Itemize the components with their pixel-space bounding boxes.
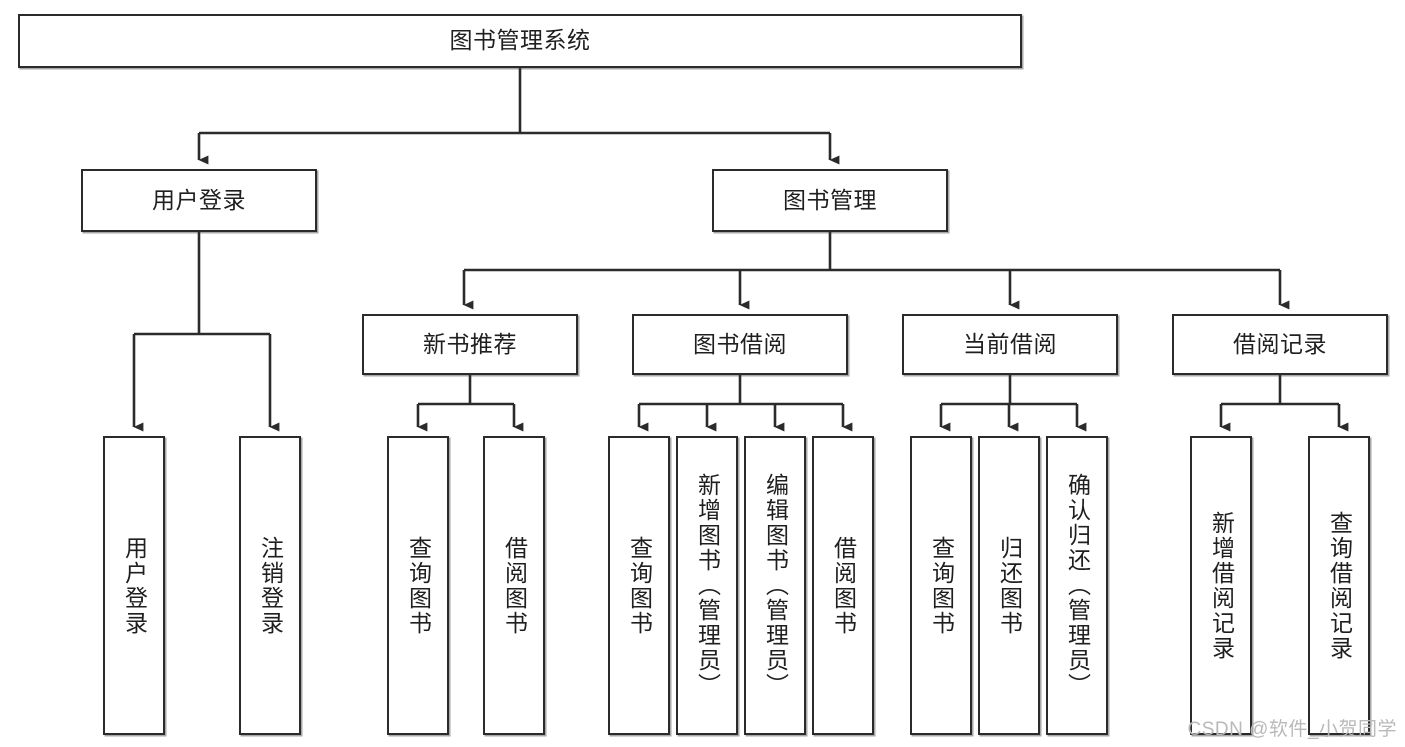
leaf-query-book-a[interactable]: 查询图书 bbox=[387, 436, 449, 735]
leaf-borrow-book-a-label: 借阅图书 bbox=[501, 535, 528, 636]
node-book-borrow-label: 图书借阅 bbox=[693, 330, 787, 357]
leaf-add-book[interactable]: 新增图书（管理员） bbox=[676, 436, 738, 735]
leaf-confirm-return-label: 确认归还（管理员） bbox=[1064, 473, 1091, 698]
leaf-query-book-b[interactable]: 查询图书 bbox=[608, 436, 670, 735]
leaf-query-book-a-label: 查询图书 bbox=[405, 535, 432, 636]
leaf-add-record[interactable]: 新增借阅记录 bbox=[1190, 436, 1252, 735]
node-user-login-label: 用户登录 bbox=[152, 186, 246, 213]
leaf-query-record[interactable]: 查询借阅记录 bbox=[1308, 436, 1370, 735]
leaf-user-login-label: 用户登录 bbox=[121, 535, 148, 636]
node-new-book-rec[interactable]: 新书推荐 bbox=[362, 314, 578, 375]
node-root-label: 图书管理系统 bbox=[449, 27, 591, 54]
node-root[interactable]: 图书管理系统 bbox=[18, 14, 1022, 68]
leaf-logout-label: 注销登录 bbox=[257, 535, 284, 636]
leaf-query-book-c[interactable]: 查询图书 bbox=[910, 436, 972, 735]
leaf-borrow-book-b[interactable]: 借阅图书 bbox=[812, 436, 874, 735]
node-new-book-rec-label: 新书推荐 bbox=[423, 330, 517, 357]
leaf-query-book-c-label: 查询图书 bbox=[928, 535, 955, 636]
leaf-confirm-return[interactable]: 确认归还（管理员） bbox=[1046, 436, 1108, 735]
node-current-borrow[interactable]: 当前借阅 bbox=[902, 314, 1118, 375]
node-borrow-record-label: 借阅记录 bbox=[1233, 330, 1327, 357]
leaf-edit-book-label: 编辑图书（管理员） bbox=[762, 473, 789, 698]
leaf-add-record-label: 新增借阅记录 bbox=[1208, 510, 1235, 661]
node-book-manage[interactable]: 图书管理 bbox=[712, 169, 948, 232]
leaf-return-book-label: 归还图书 bbox=[996, 535, 1023, 636]
leaf-edit-book[interactable]: 编辑图书（管理员） bbox=[744, 436, 806, 735]
leaf-query-book-b-label: 查询图书 bbox=[626, 535, 653, 636]
node-borrow-record[interactable]: 借阅记录 bbox=[1172, 314, 1388, 375]
leaf-user-login[interactable]: 用户登录 bbox=[103, 436, 165, 735]
leaf-logout[interactable]: 注销登录 bbox=[239, 436, 301, 735]
leaf-add-book-label: 新增图书（管理员） bbox=[694, 473, 721, 698]
node-current-borrow-label: 当前借阅 bbox=[963, 330, 1057, 357]
leaf-borrow-book-a[interactable]: 借阅图书 bbox=[483, 436, 545, 735]
csdn-watermark: CSDN @软件_小贺同学 bbox=[1187, 719, 1397, 740]
leaf-return-book[interactable]: 归还图书 bbox=[978, 436, 1040, 735]
leaf-query-record-label: 查询借阅记录 bbox=[1326, 510, 1353, 661]
leaf-borrow-book-b-label: 借阅图书 bbox=[830, 535, 857, 636]
node-book-borrow[interactable]: 图书借阅 bbox=[632, 314, 848, 375]
node-book-manage-label: 图书管理 bbox=[783, 186, 877, 213]
node-user-login[interactable]: 用户登录 bbox=[81, 169, 317, 232]
